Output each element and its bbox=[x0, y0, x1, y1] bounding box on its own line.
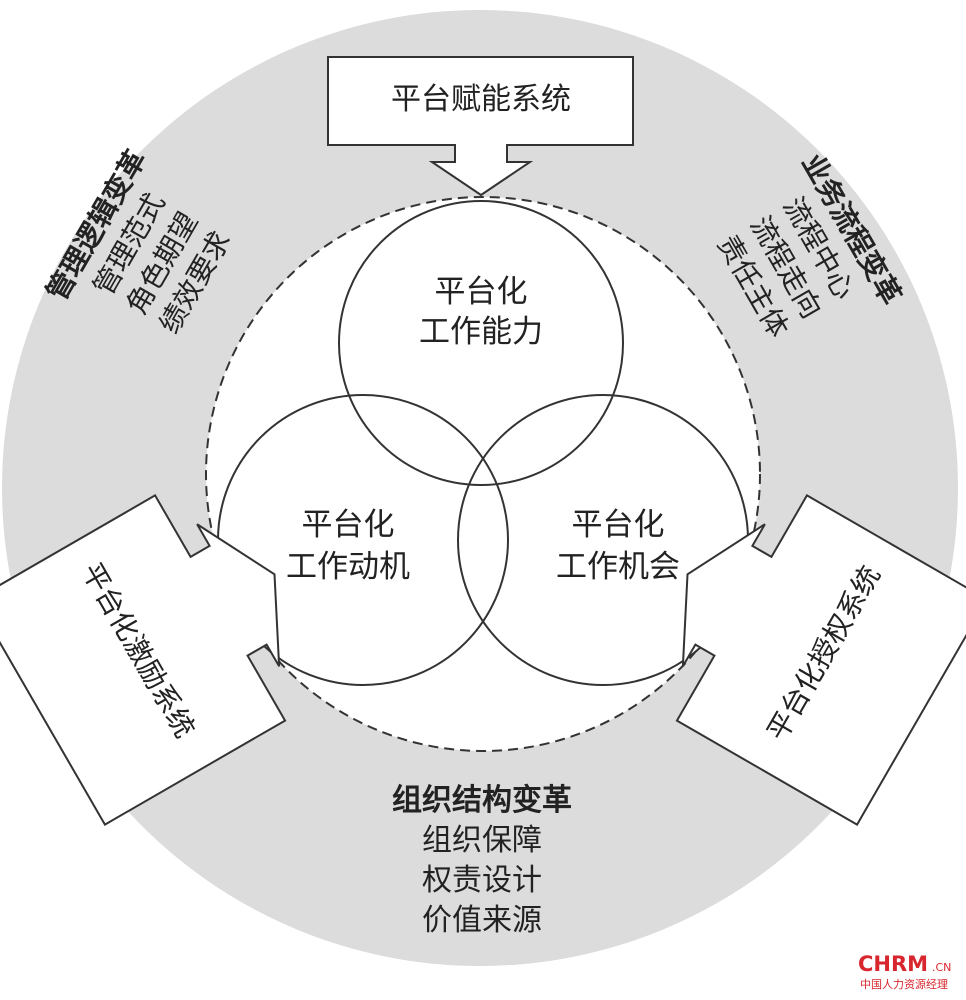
chrm-brand: CHRM bbox=[858, 952, 928, 976]
label-work-opportunity-1: 平台化 bbox=[572, 507, 665, 543]
bottom-item-2: 权责设计 bbox=[422, 863, 542, 898]
arrow-authorization-system bbox=[675, 494, 966, 826]
label-work-ability-1: 平台化 bbox=[435, 274, 528, 310]
label-work-motivation-1: 平台化 bbox=[302, 507, 395, 543]
label-work-ability-2: 工作能力 bbox=[419, 314, 543, 350]
label-work-motivation-2: 工作动机 bbox=[286, 549, 410, 585]
label-work-opportunity-2: 工作机会 bbox=[556, 549, 680, 585]
bottom-text-block: 组织结构变革 组织保障 权责设计 价值来源 bbox=[392, 783, 572, 938]
bottom-item-3: 价值来源 bbox=[422, 903, 542, 938]
circle-work-ability bbox=[338, 200, 624, 486]
chrm-logo: CHRM .CN 中国人力资源经理 bbox=[858, 952, 951, 991]
arrow-incentive-system bbox=[0, 494, 287, 826]
arrow-top-label: 平台赋能系统 bbox=[391, 82, 571, 117]
inner-dashed-circle bbox=[205, 196, 761, 752]
bottom-title: 组织结构变革 bbox=[392, 783, 572, 818]
bottom-item-1: 组织保障 bbox=[422, 823, 542, 858]
chrm-suffix: .CN bbox=[932, 961, 951, 974]
arrow-platform-enablement: 平台赋能系统 bbox=[327, 56, 634, 197]
chrm-tagline: 中国人力资源经理 bbox=[860, 977, 948, 991]
